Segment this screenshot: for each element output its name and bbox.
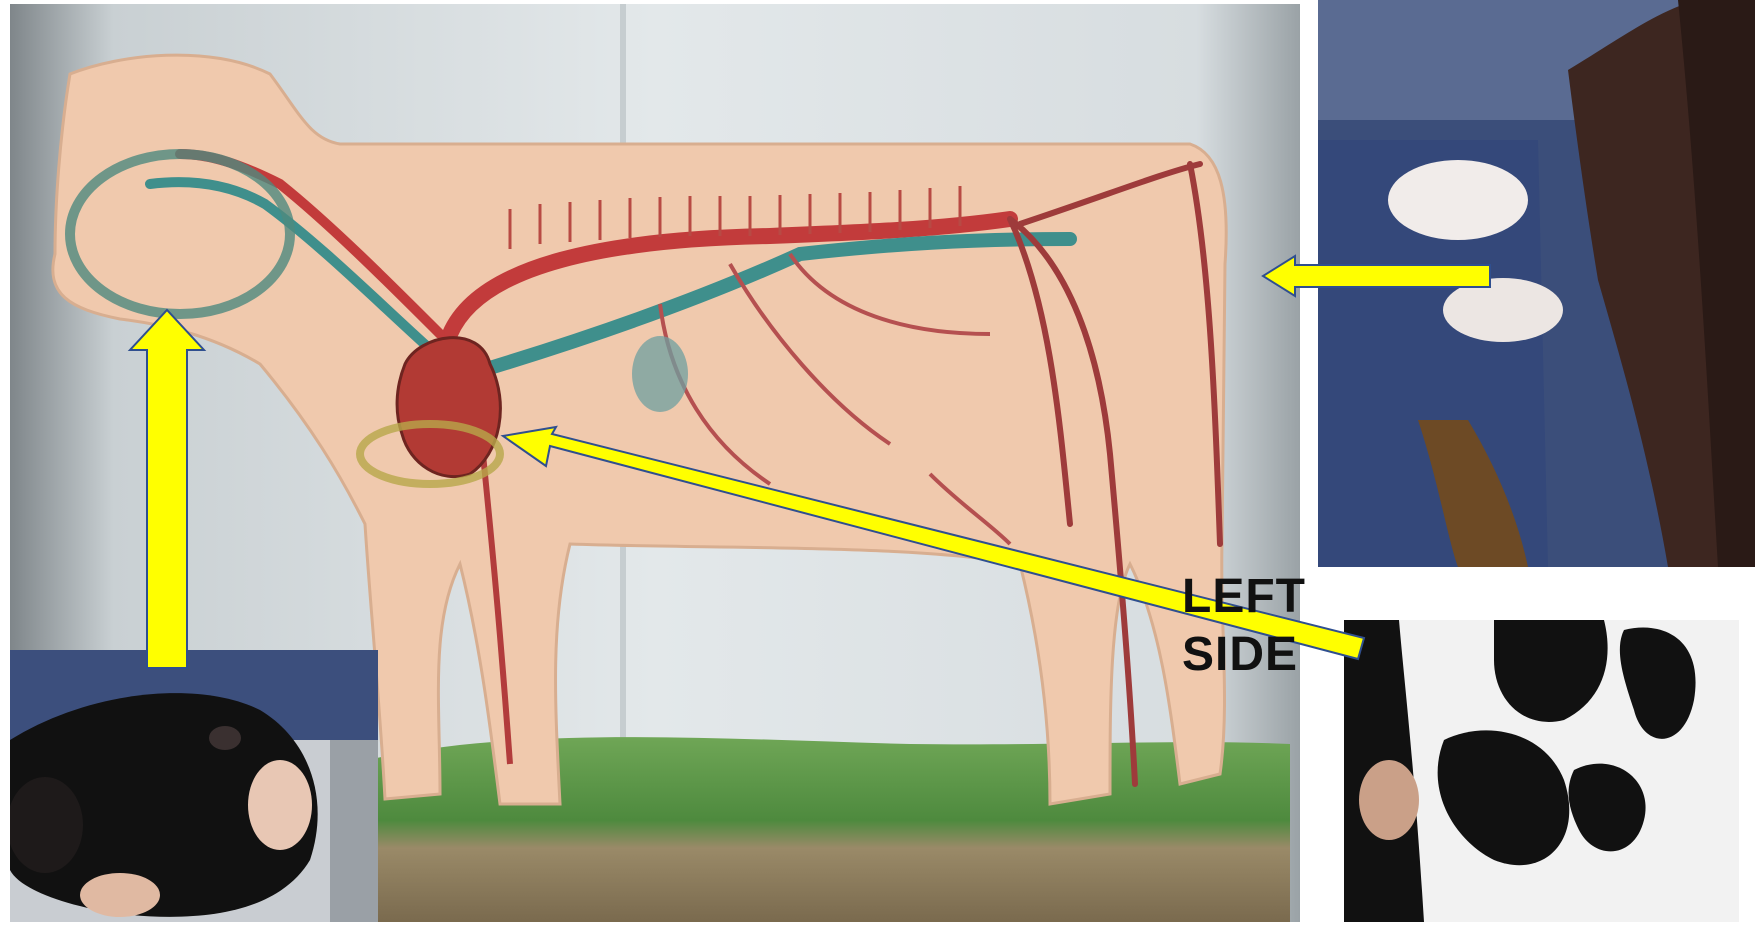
left-side-label: LEFT SIDE bbox=[1182, 568, 1306, 684]
gloved-hand-upper bbox=[1388, 160, 1528, 240]
cow-muzzle bbox=[10, 777, 83, 873]
gloved-hand-lower bbox=[1443, 278, 1563, 342]
hand-on-face bbox=[248, 760, 312, 850]
facial-pulse-image bbox=[10, 650, 378, 922]
facial-pulse-photo bbox=[10, 650, 378, 922]
heart bbox=[397, 338, 500, 477]
lymph-node-cluster bbox=[632, 336, 688, 412]
left-side-label-line1: LEFT bbox=[1182, 568, 1306, 626]
left-side-image bbox=[1344, 620, 1739, 922]
left-side-heart-photo bbox=[1344, 620, 1739, 922]
ground-grass bbox=[350, 737, 1290, 922]
tail-pulse-photo bbox=[1318, 0, 1755, 567]
hand-on-chest bbox=[1359, 760, 1419, 840]
cow-eye bbox=[209, 726, 241, 750]
hand-under-jaw bbox=[80, 873, 160, 917]
left-side-label-line2: SIDE bbox=[1182, 626, 1306, 684]
tail-pulse-image bbox=[1318, 0, 1755, 567]
